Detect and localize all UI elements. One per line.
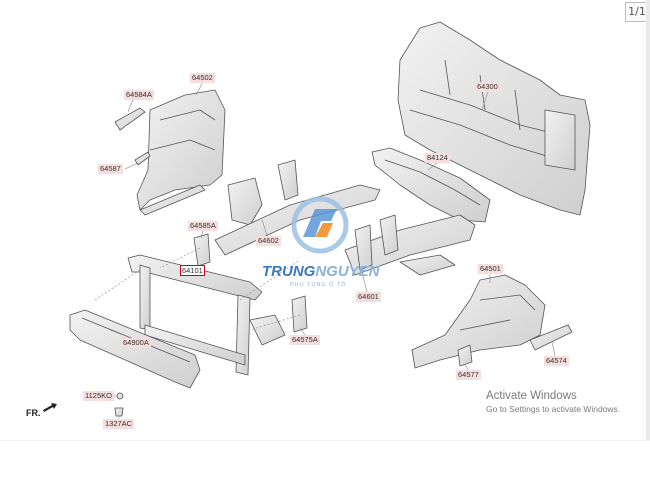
empty-bottom-area [0, 440, 650, 488]
dash-panel-part [397, 21, 591, 216]
watermark-brand-part2: NGUYEN [315, 263, 380, 280]
part-label-84124[interactable]: 84124 [425, 153, 450, 163]
vertical-scrollbar[interactable] [646, 0, 650, 440]
cowl-panel-part [371, 147, 491, 223]
bracket-64584a-part [114, 107, 146, 131]
part-label-64585a[interactable]: 64585A [188, 221, 218, 231]
part-label-64101[interactable]: 64101 [180, 265, 205, 276]
front-arrow-icon [43, 403, 57, 412]
part-label-1327ac[interactable]: 1327AC [103, 419, 135, 429]
fender-apron-right-part [411, 274, 546, 369]
watermark-brand: TRUNGNGUYEN [262, 263, 380, 280]
nut-1327ac-part [114, 407, 124, 417]
side-member-right-part [344, 214, 476, 276]
part-label-64577[interactable]: 64577 [456, 370, 481, 380]
diagram-viewer: TRUNGNGUYEN PHỤ TÙNG Ô TÔ 64584A 64502 6… [26, 0, 650, 440]
part-label-64502[interactable]: 64502 [190, 73, 215, 83]
part-label-64601[interactable]: 64601 [356, 292, 381, 302]
part-label-1125ko[interactable]: 1125KO [83, 391, 114, 401]
part-label-64900a[interactable]: 64900A [121, 338, 151, 348]
part-label-64575a[interactable]: 64575A [290, 335, 320, 345]
bracket-64577-part [457, 344, 473, 367]
watermark-subtitle: PHỤ TÙNG Ô TÔ [290, 282, 347, 288]
fender-apron-left-part [136, 89, 226, 216]
bracket-64575a-part [291, 295, 308, 333]
part-label-64584a[interactable]: 64584A [124, 90, 154, 100]
bracket-64574-part [529, 324, 573, 351]
front-orientation-label: FR. [26, 408, 41, 418]
part-label-64300[interactable]: 64300 [475, 82, 500, 92]
part-label-64574[interactable]: 64574 [544, 356, 569, 366]
activate-windows-notice: Activate Windows Go to Settings to activ… [486, 390, 620, 414]
part-label-64587[interactable]: 64587 [98, 164, 123, 174]
parts-diagram [69, 21, 591, 418]
watermark-brand-part1: TRUNG [262, 263, 316, 280]
radiator-support-part [127, 254, 286, 376]
activate-windows-subtitle: Go to Settings to activate Windows. [486, 404, 621, 414]
bracket-64585a-part [193, 233, 211, 267]
activate-windows-title: Activate Windows [486, 390, 577, 402]
watermark-logo [291, 196, 349, 254]
part-label-64501[interactable]: 64501 [478, 264, 503, 274]
bolt-1125ko-part [116, 392, 124, 400]
bumper-beam-part [69, 309, 201, 389]
part-label-64602[interactable]: 64602 [256, 236, 281, 246]
